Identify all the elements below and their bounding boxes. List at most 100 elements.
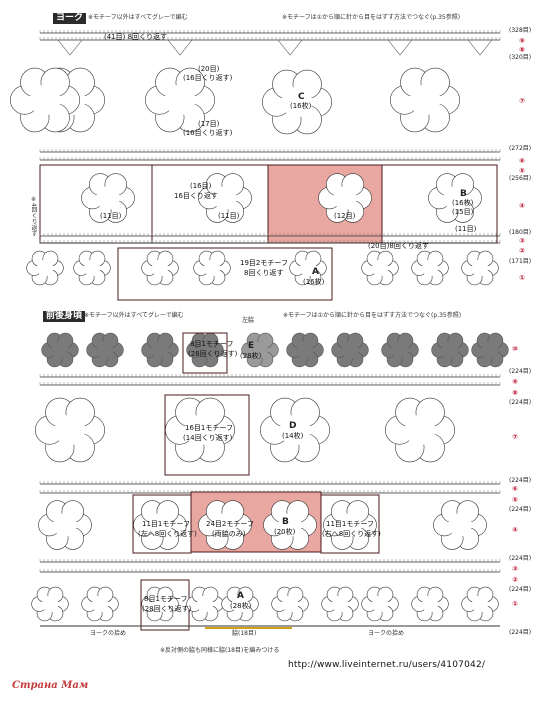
motif-a	[186, 586, 224, 622]
motif-a	[461, 250, 499, 286]
flower-center	[41, 595, 59, 613]
body-right-box: 11目1モチーフ	[326, 520, 374, 528]
motif-c	[145, 67, 215, 133]
flower-center	[83, 259, 101, 277]
motif-e	[431, 332, 469, 368]
body-arrow-9: ⑨	[512, 378, 518, 386]
body-b-label: B	[282, 517, 289, 527]
body-arrow-3: ③	[512, 565, 518, 573]
row-arrow-4: ④	[519, 202, 525, 210]
flower-center	[151, 341, 169, 359]
repeat-box	[320, 494, 380, 554]
body-side-label: 左脇	[242, 317, 255, 324]
body-a-count: (28枚)	[230, 602, 252, 610]
motif-b	[428, 173, 482, 223]
body-a-label: A	[237, 591, 244, 601]
body-bottom-left: ヨークの拾め	[90, 630, 127, 637]
flower-center	[54, 414, 86, 446]
yoke-m12: (12目)	[334, 212, 356, 220]
flower-center	[96, 341, 114, 359]
flower-center	[213, 513, 237, 537]
flower-center	[333, 186, 357, 210]
yoke-side-note: ※4回くり返す	[30, 196, 37, 237]
row-arrow-7: ⑦	[519, 97, 525, 105]
yoke-note-left: ※モチーフ以外はすべてグレーで編む	[88, 14, 188, 21]
flower-center	[299, 259, 317, 277]
flower-center	[441, 341, 459, 359]
body-row-label: (224目)	[509, 477, 532, 484]
flower-center	[448, 513, 472, 537]
row-arrow-8: ⑧	[519, 46, 525, 54]
yoke-b-count: (16枚)	[452, 199, 474, 207]
flower-center	[391, 341, 409, 359]
motif-e	[381, 332, 419, 368]
flower-center	[471, 595, 489, 613]
flower-center	[338, 513, 362, 537]
body-row-label: (224目)	[509, 399, 532, 406]
body-note-left: ※モチーフ以外はすべてグレーで編む	[84, 312, 184, 319]
yoke-center-box: 19目2モチーフ	[240, 259, 288, 267]
body-title: 前後身頃	[43, 311, 86, 322]
flower-center	[231, 595, 249, 613]
motif-b	[198, 500, 252, 550]
motif-e	[331, 332, 369, 368]
yoke-title: ヨーク	[53, 13, 87, 24]
body-center-box2: (両脇のみ)	[212, 530, 246, 538]
motif-a	[411, 250, 449, 286]
yoke-a-count: (16枚)	[303, 278, 325, 286]
flower-center	[409, 84, 441, 116]
motif-e	[471, 332, 509, 368]
row-arrow-5: ⑤	[519, 167, 525, 175]
motif-a	[221, 586, 259, 622]
flower-center	[36, 259, 54, 277]
body-row-label: (224目)	[509, 368, 532, 375]
flower-center	[51, 341, 69, 359]
motif-e	[41, 332, 79, 368]
yoke-repeat-16b: (16目くり返す)	[183, 129, 233, 137]
yoke-row-label: (272目)	[509, 145, 532, 152]
body-d-count: (14枚)	[282, 432, 304, 440]
flower-center	[203, 259, 221, 277]
yoke-row-label: (320目)	[509, 54, 532, 61]
yoke-row-label: (171目)	[509, 258, 532, 265]
motif-b	[133, 500, 187, 550]
motif-b	[38, 500, 92, 550]
body-bottom-count: (224目)	[509, 629, 532, 636]
motif-b	[198, 173, 252, 223]
motif-a	[81, 586, 119, 622]
flower-center	[281, 595, 299, 613]
source-url: http://www.liveinternet.ru/users/4107042…	[288, 660, 486, 670]
body-center-box: 24目2モチーフ	[206, 520, 254, 528]
motif-d	[35, 397, 105, 463]
row-arrow-3: ③	[519, 237, 525, 245]
flower-center	[96, 186, 120, 210]
motif-e	[86, 332, 124, 368]
motif-a	[271, 586, 309, 622]
body-arrow-7: ⑦	[512, 433, 518, 441]
body-arrow-10: ⑩	[512, 345, 518, 353]
yoke-row-label: (328目)	[509, 27, 532, 34]
row-arrow-6: ⑥	[519, 157, 525, 165]
yoke-m11a: (11目)	[100, 212, 122, 220]
yoke-row-label: (256目)	[509, 175, 532, 182]
motif-b	[433, 500, 487, 550]
motif-a	[411, 586, 449, 622]
body-box2b: (14回くり返す)	[183, 434, 233, 442]
body-e-label: E	[248, 341, 255, 351]
flower-center	[164, 84, 196, 116]
flower-center	[471, 259, 489, 277]
body-note-right: ※モチーフは①から順に針から目をはずす方法でつなぐ(p.35参照)	[283, 312, 462, 319]
flower-center	[278, 513, 302, 537]
flower-center	[213, 186, 237, 210]
yoke-b-label: B	[460, 189, 467, 199]
body-bottom-mid: 脇(18目)	[232, 630, 257, 637]
flower-center	[296, 341, 314, 359]
flower-center	[91, 595, 109, 613]
flower-center	[421, 595, 439, 613]
motif-a	[141, 586, 179, 622]
motif-e	[241, 332, 279, 368]
motif-a	[31, 586, 69, 622]
leaf-stitch	[277, 39, 303, 56]
